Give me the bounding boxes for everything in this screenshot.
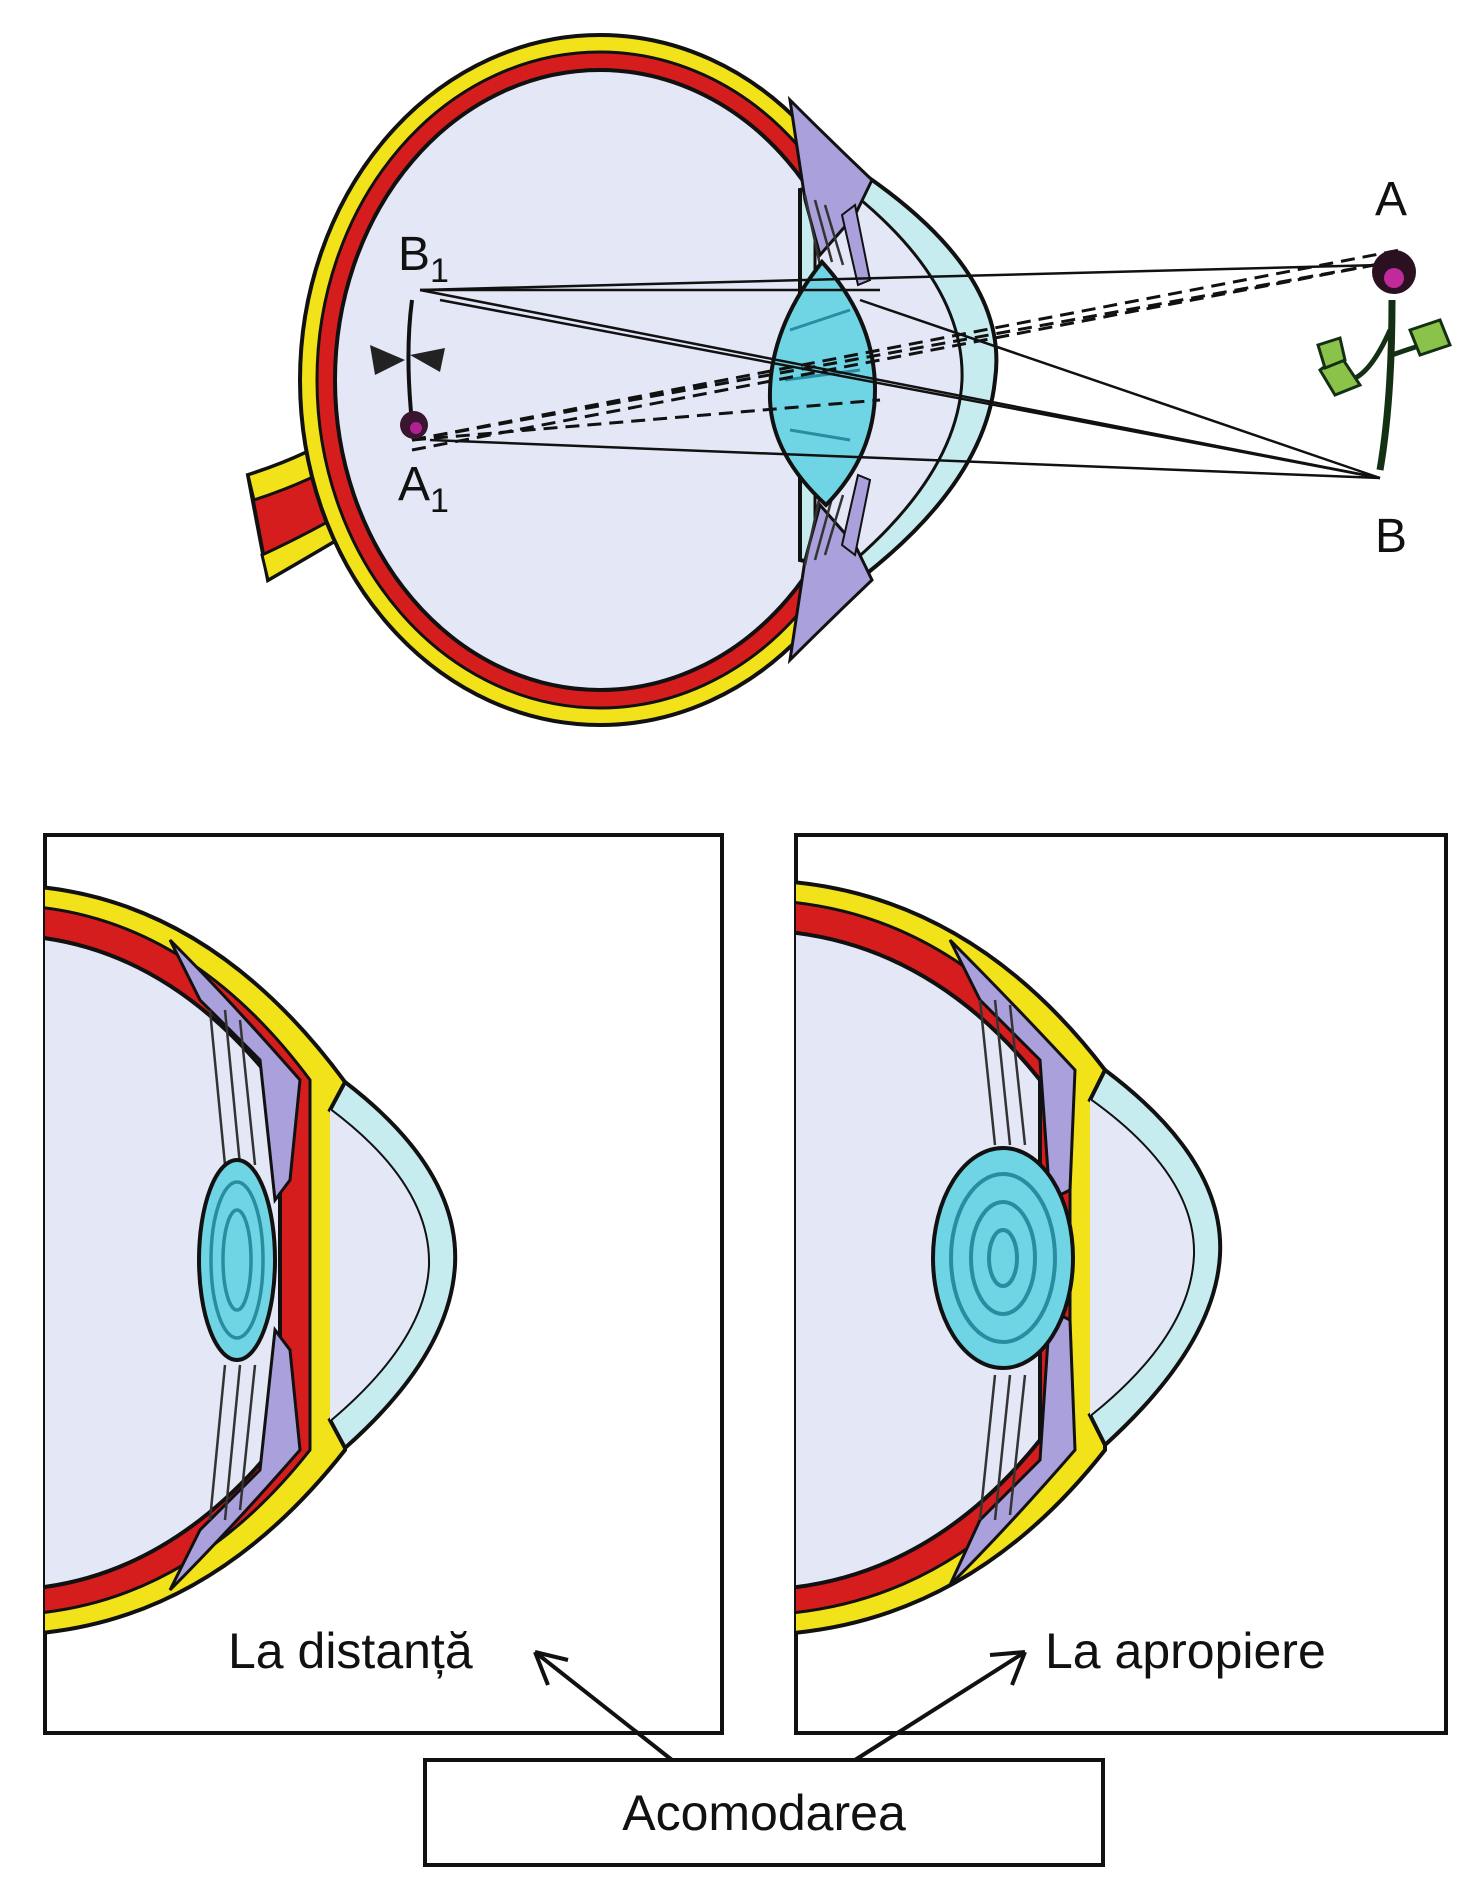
label-A1: A1 (398, 458, 449, 520)
eye-cross-section (245, 33, 999, 727)
arrows (533, 1650, 1027, 1762)
label-far: La distanță (228, 1623, 473, 1679)
panel-near-vision: La apropiere (794, 833, 1448, 1735)
iris-top (840, 203, 872, 287)
iris-bottom (840, 473, 872, 557)
label-B: B (1375, 510, 1407, 563)
zonule-fibers (803, 194, 845, 566)
panel-far-vision: La distanță (43, 833, 724, 1735)
lens-rounded (931, 1146, 1075, 1370)
lens-texture (784, 308, 861, 442)
light-rays-dashed (411, 248, 1401, 452)
object-flower (1316, 250, 1452, 471)
caption-box (423, 1758, 1105, 1867)
arrow-right (853, 1650, 1027, 1762)
label-B1: B1 (398, 228, 449, 290)
retinal-image-flower (370, 299, 445, 441)
label-near: La apropiere (1045, 1623, 1326, 1679)
arrow-left (533, 1650, 674, 1762)
caption-label: Acomodarea (622, 1785, 906, 1841)
label-A: A (1375, 173, 1407, 226)
crystalline-lens (767, 258, 878, 508)
light-rays-solid (419, 263, 1381, 480)
